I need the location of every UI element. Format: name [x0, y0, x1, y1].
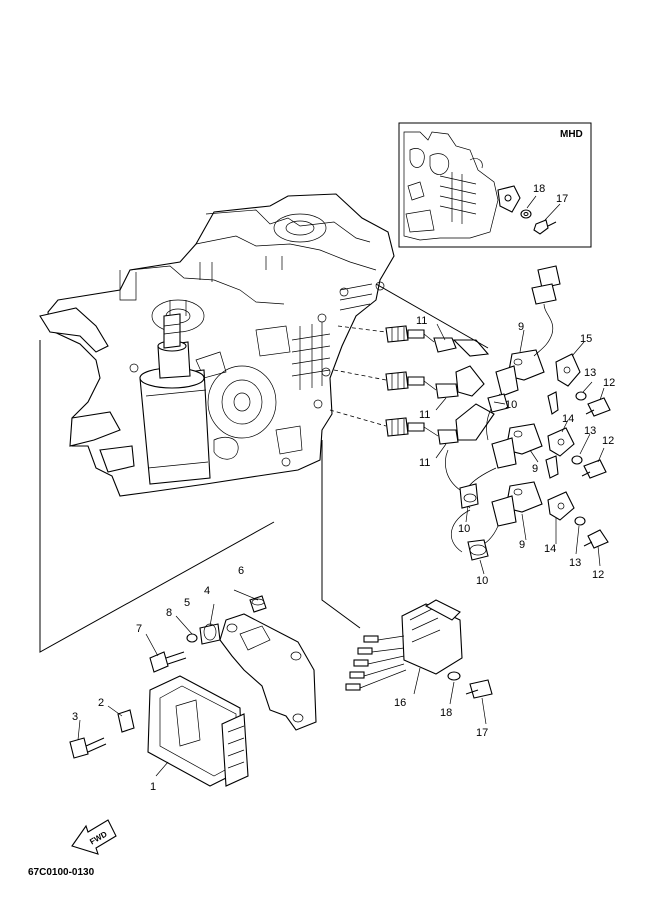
part-label-11c: 11 — [419, 457, 430, 469]
starter-motor — [139, 313, 211, 485]
part-label-15: 15 — [580, 333, 592, 345]
part-label-17b: 17 — [476, 727, 488, 739]
fwd-arrow: FWD — [71, 819, 117, 855]
part-label-12a: 12 — [603, 377, 615, 389]
plug-caps — [423, 333, 495, 445]
diagram-code: 67C0100-0130 — [28, 867, 95, 878]
part-label-7: 7 — [136, 623, 142, 635]
spark-plug-2 — [385, 371, 425, 391]
part-label-13c: 13 — [569, 557, 581, 569]
part-label-16: 16 — [394, 697, 406, 709]
part-label-10a: 10 — [505, 399, 517, 411]
part-label-4: 4 — [204, 585, 210, 597]
part-label-10c: 10 — [476, 575, 488, 587]
part-label-11b: 11 — [419, 409, 430, 421]
part-label-18a: 18 — [533, 183, 545, 195]
inset-title: MHD — [560, 129, 583, 140]
part-labels: 1 2 3 4 5 6 7 8 9 9 9 10 10 10 11 11 11 … — [72, 315, 615, 793]
part-label-8: 8 — [166, 607, 172, 619]
coil-fasteners — [545, 353, 611, 549]
bracket-plate — [149, 595, 317, 731]
part-label-11a: 11 — [416, 315, 427, 327]
spark-plug-3 — [385, 417, 425, 437]
mhd-inset: MHD 18 17 — [398, 122, 592, 248]
rectifier-regulator — [345, 599, 493, 699]
part-label-6: 6 — [238, 565, 244, 577]
part-label-5: 5 — [184, 597, 190, 609]
part-label-9b: 9 — [532, 463, 538, 475]
part-label-14a: 14 — [562, 413, 574, 425]
part-label-9c: 9 — [519, 539, 525, 551]
part-label-18b: 18 — [440, 707, 452, 719]
part-label-1: 1 — [150, 781, 156, 793]
leader-lines — [39, 283, 605, 777]
part-label-13b: 13 — [584, 425, 596, 437]
part-label-9a: 9 — [518, 321, 524, 333]
part-label-2: 2 — [98, 697, 104, 709]
engine-block — [39, 193, 395, 497]
part-label-14b: 14 — [544, 543, 556, 555]
cdi-unit — [69, 675, 249, 787]
spark-plug-1 — [385, 325, 425, 343]
part-label-3: 3 — [72, 711, 78, 723]
ignition-coils — [445, 265, 561, 561]
part-label-17a: 17 — [556, 193, 568, 205]
part-label-13a: 13 — [584, 367, 596, 379]
spark-plugs — [329, 325, 425, 437]
part-label-12c: 12 — [592, 569, 604, 581]
part-label-12b: 12 — [602, 435, 614, 447]
part-label-10b: 10 — [458, 523, 470, 535]
